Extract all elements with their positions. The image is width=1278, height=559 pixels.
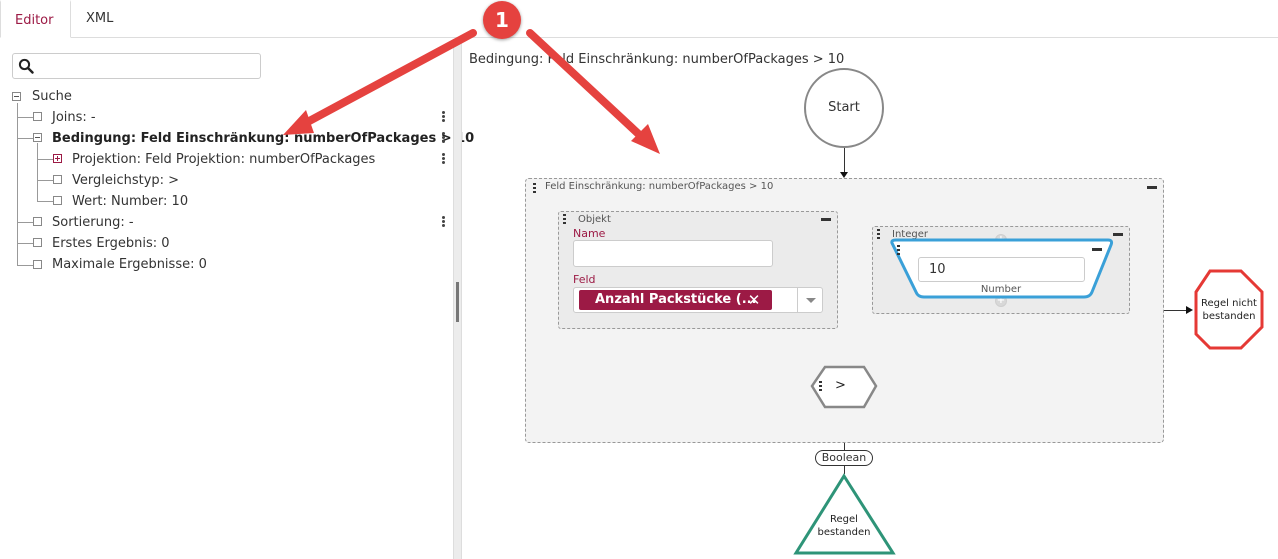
- tree-branch: [17, 222, 33, 223]
- tree-branch: [37, 201, 53, 202]
- more-options-icon[interactable]: [442, 111, 446, 123]
- number-caption: Number: [980, 284, 1022, 295]
- collapse-toggle-icon[interactable]: [12, 92, 21, 101]
- number-input[interactable]: 10: [918, 257, 1085, 282]
- annotation-badge: 1: [483, 1, 521, 39]
- tree-branch: [17, 117, 33, 118]
- panel-splitter[interactable]: [453, 39, 462, 559]
- drag-handle-icon[interactable]: [533, 183, 536, 193]
- collapse-toggle-icon[interactable]: [33, 133, 42, 142]
- name-label: Name: [573, 227, 606, 240]
- collapse-icon[interactable]: [1092, 248, 1102, 251]
- breadcrumb: Bedingung: Feld Einschränkung: numberOfP…: [469, 52, 845, 67]
- add-circle-icon[interactable]: +: [995, 295, 1007, 307]
- operator-label: >: [835, 378, 846, 393]
- more-options-icon[interactable]: [442, 132, 446, 144]
- annotation-arrowhead: [631, 124, 660, 154]
- tree-branch: [37, 159, 53, 160]
- integer-title: Integer: [892, 229, 928, 240]
- start-node[interactable]: Start: [804, 68, 884, 148]
- add-circle-icon[interactable]: +: [995, 234, 1007, 246]
- tree-node-icon[interactable]: [33, 217, 42, 226]
- fail-node-label: Regel nicht bestanden: [1201, 298, 1257, 322]
- tree-branch: [17, 265, 33, 266]
- tree-branch: [17, 138, 33, 139]
- connector-line: [844, 148, 845, 172]
- tab-editor[interactable]: Editor: [0, 0, 71, 38]
- drag-handle-icon[interactable]: [897, 245, 900, 255]
- tree-branch: [37, 180, 53, 181]
- drag-handle-icon[interactable]: [819, 381, 822, 391]
- tree-node-icon[interactable]: [33, 260, 42, 269]
- drag-handle-icon[interactable]: [877, 229, 880, 239]
- chevron-down-icon[interactable]: [806, 298, 816, 303]
- search-input[interactable]: [12, 53, 261, 79]
- select-separator: [797, 288, 798, 312]
- name-input[interactable]: [573, 240, 773, 267]
- collapse-icon[interactable]: [1147, 186, 1157, 189]
- tree-node-icon[interactable]: [53, 196, 62, 205]
- condition-title: Feld Einschränkung: numberOfPackages > 1…: [545, 181, 774, 192]
- search-icon: [18, 58, 34, 74]
- selected-field-chip[interactable]: Anzahl Packstücke (...: [579, 290, 772, 310]
- tree-node-icon[interactable]: [33, 238, 42, 247]
- feld-label: Feld: [573, 273, 596, 286]
- more-options-icon[interactable]: [442, 216, 446, 228]
- tree-guide-line: [37, 143, 38, 202]
- annotation-arrow: [526, 29, 649, 144]
- remove-chip-icon[interactable]: ✕: [747, 291, 761, 309]
- tree-node-icon[interactable]: [53, 175, 62, 184]
- tree-panel: [0, 39, 453, 559]
- pass-node-label: Regel bestanden: [817, 514, 871, 538]
- more-options-icon[interactable]: [442, 153, 446, 165]
- expand-toggle-icon[interactable]: [53, 154, 62, 163]
- connector-arrowhead: [1186, 306, 1193, 314]
- drag-handle-icon[interactable]: [563, 214, 566, 224]
- collapse-icon[interactable]: [1113, 233, 1123, 236]
- splitter-grip[interactable]: [456, 282, 459, 322]
- tree-branch: [17, 243, 33, 244]
- collapse-icon[interactable]: [821, 218, 831, 221]
- tree-node-icon[interactable]: [33, 112, 42, 121]
- tree-guide-line: [17, 103, 18, 266]
- connector-line: [1164, 310, 1186, 311]
- connector-line: [844, 466, 845, 474]
- tab-bar: Editor XML: [0, 0, 1278, 38]
- tab-xml[interactable]: XML: [86, 11, 114, 26]
- boolean-label: Boolean: [815, 450, 873, 466]
- connector-line: [844, 443, 845, 451]
- object-title: Objekt: [578, 214, 611, 225]
